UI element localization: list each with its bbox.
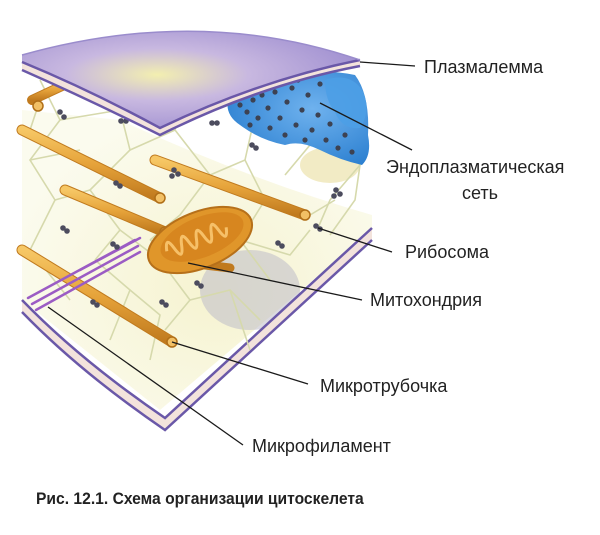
- leader-mitochondrion: [187, 262, 363, 301]
- leader-lines: [47, 61, 416, 446]
- leader-er: [319, 102, 413, 151]
- plasmalemma-top: [21, 30, 361, 137]
- leader-microtubule: [171, 341, 309, 385]
- plasmalemma-bottom: [21, 227, 373, 432]
- label-microtubule: Микротрубочка: [320, 376, 448, 396]
- label-plasmalemma: Плазмалемма: [424, 57, 544, 77]
- leader-microfilament: [47, 306, 244, 446]
- leader-ribosome: [317, 227, 393, 253]
- label-microfilament: Микрофиламент: [252, 436, 391, 456]
- label-endoplasmic-reticulum-line2: сеть: [462, 183, 499, 203]
- label-mitochondrion: Митохондрия: [370, 290, 482, 310]
- leader-plasmalemma: [359, 61, 416, 67]
- mitochondrion: [146, 205, 254, 275]
- ribosomes: [57, 109, 343, 308]
- label-endoplasmic-reticulum-line1: Эндоплазматическая: [386, 157, 565, 177]
- figure-caption: Рис. 12.1. Схема организации цитоскелета: [36, 489, 364, 508]
- label-ribosome: Рибосома: [405, 242, 489, 262]
